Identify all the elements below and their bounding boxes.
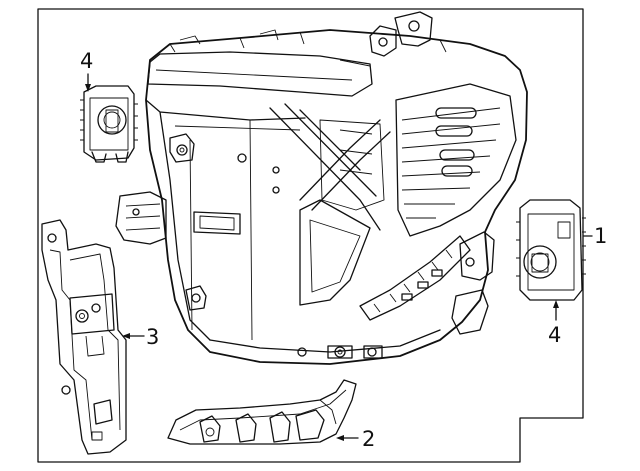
callout-3: 3	[146, 325, 159, 349]
leader-lines	[85, 73, 593, 441]
callout-4-right: 4	[548, 323, 561, 347]
callout-2: 2	[362, 427, 375, 451]
callout-4-top: 4	[80, 49, 93, 73]
lower-trim-piece	[167, 379, 357, 445]
callout-1: 1	[594, 224, 607, 248]
control-module-left	[80, 85, 138, 163]
diagram-frame	[37, 8, 584, 463]
headlamp-assembly	[115, 11, 528, 365]
mounting-bracket	[41, 219, 127, 455]
control-module-right	[516, 199, 586, 301]
